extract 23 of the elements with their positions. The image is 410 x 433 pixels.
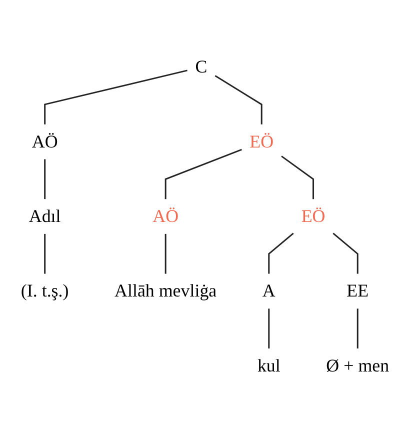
node-text: EÖ [250,131,274,152]
connector [44,70,188,124]
node-text: AÖ [152,206,179,226]
node-text: (I. t.ş.) [20,280,69,301]
connector [44,234,46,274]
node-text: EÖ [301,206,326,226]
connector [44,159,46,200]
connector [164,148,242,200]
node-text: C [195,56,208,77]
connector [332,232,358,274]
node-text: EE [346,280,369,301]
connector [356,308,358,348]
connector [268,232,294,274]
node-text: A [262,280,276,301]
connector [214,75,262,124]
node-text: Allāh mevliġa [114,280,217,301]
connector [164,234,166,274]
connector [268,308,270,348]
node-text: Adıl [28,206,61,226]
connector [281,156,314,200]
node-text: Ø + men [326,355,390,376]
node-text: kul [257,355,280,376]
node-text: AÖ [32,131,58,152]
